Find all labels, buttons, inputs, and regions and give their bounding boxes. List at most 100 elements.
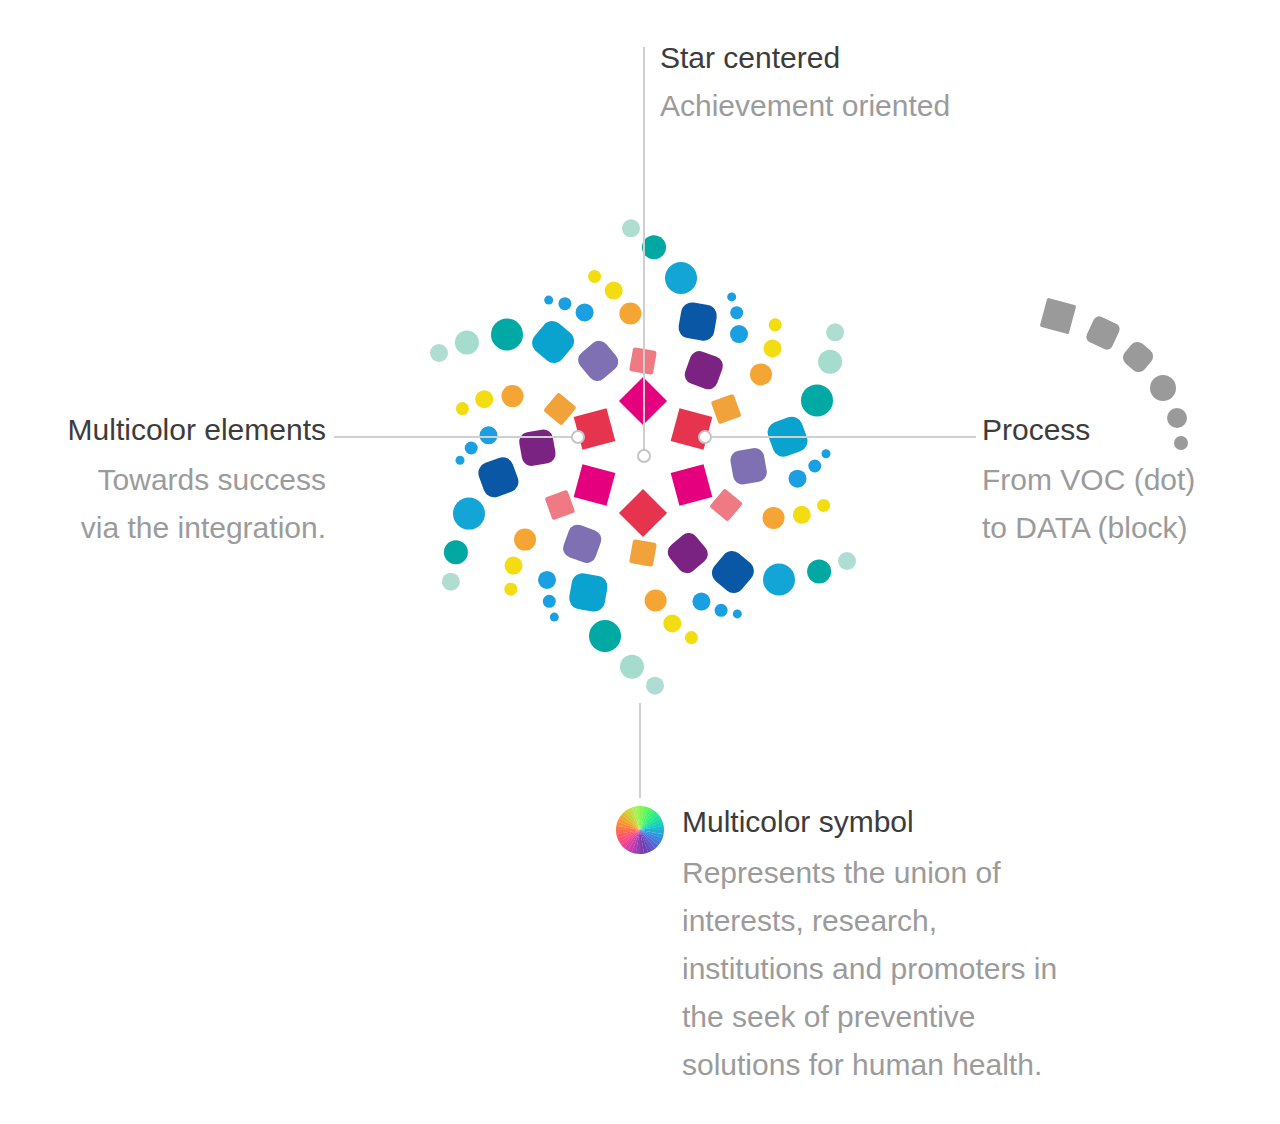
leader-line bbox=[711, 436, 976, 438]
emblem-element bbox=[574, 337, 622, 385]
emblem-element bbox=[518, 428, 557, 467]
emblem-element bbox=[528, 317, 579, 368]
emblem-element bbox=[818, 350, 842, 374]
emblem-element bbox=[685, 631, 698, 644]
emblem-element bbox=[558, 297, 571, 310]
emblem-element bbox=[588, 270, 601, 283]
emblem-element bbox=[620, 655, 644, 679]
color-wheel bbox=[616, 806, 664, 854]
axis-node bbox=[699, 431, 711, 443]
emblem-element bbox=[763, 564, 795, 596]
emblem-element bbox=[538, 571, 556, 589]
emblem-element bbox=[545, 490, 576, 521]
wheel-wedge bbox=[640, 830, 644, 854]
emblem-element bbox=[664, 529, 712, 577]
emblem-element bbox=[730, 306, 743, 319]
emblem-element bbox=[677, 301, 719, 343]
annotation-heading: Process bbox=[982, 406, 1090, 454]
emblem-element bbox=[645, 590, 667, 612]
emblem-element bbox=[543, 595, 556, 608]
emblem-element bbox=[763, 507, 785, 529]
emblem-element bbox=[730, 325, 748, 343]
emblem-element bbox=[505, 557, 523, 575]
emblem-element bbox=[715, 604, 728, 617]
wheel-wedge bbox=[640, 830, 648, 854]
emblem-element bbox=[543, 392, 577, 426]
emblem-element bbox=[544, 296, 553, 305]
emblem-element bbox=[709, 488, 743, 522]
axis-node bbox=[638, 450, 650, 462]
axis-node bbox=[572, 431, 584, 443]
emblem-element bbox=[550, 613, 559, 622]
emblem-element bbox=[491, 319, 523, 351]
annotation-heading: Multicolor elements bbox=[68, 406, 326, 454]
emblem-element bbox=[708, 547, 759, 598]
emblem-element bbox=[682, 348, 726, 392]
emblem-element bbox=[711, 394, 742, 425]
emblem-element bbox=[567, 572, 609, 614]
wheel-wedge bbox=[636, 806, 640, 830]
emblem-element bbox=[826, 323, 844, 341]
emblem-element bbox=[801, 384, 833, 416]
process-step bbox=[1120, 339, 1157, 376]
leader-line bbox=[643, 47, 645, 450]
emblem-element bbox=[475, 390, 493, 408]
leader-line bbox=[334, 436, 572, 438]
emblem-element bbox=[769, 318, 782, 331]
wheel-wedge bbox=[640, 822, 664, 830]
emblem-element bbox=[576, 303, 594, 321]
emblem-element bbox=[733, 609, 742, 618]
emblem-element bbox=[514, 529, 536, 551]
emblem-element bbox=[671, 408, 713, 450]
emblem-element bbox=[789, 470, 807, 488]
emblem-element bbox=[560, 522, 604, 566]
emblem-element bbox=[589, 620, 621, 652]
emblem-element bbox=[764, 339, 782, 357]
emblem-element bbox=[665, 262, 697, 294]
emblem-element bbox=[629, 539, 657, 567]
emblem-element bbox=[504, 583, 517, 596]
annotation-text: Achievement oriented bbox=[660, 82, 950, 130]
emblem-element bbox=[456, 456, 465, 465]
annotation-text: From VOC (dot) to DATA (block) bbox=[982, 456, 1214, 552]
voc-dot bbox=[1174, 436, 1188, 450]
emblem-element bbox=[793, 506, 811, 524]
leader-line bbox=[639, 703, 641, 798]
emblem-element bbox=[646, 677, 664, 695]
emblem-element bbox=[465, 442, 478, 455]
emblem-element bbox=[692, 593, 710, 611]
emblem-element bbox=[838, 552, 856, 570]
annotation-text: Towards success via the integration. bbox=[66, 456, 326, 552]
process-step bbox=[1150, 375, 1176, 401]
emblem-element bbox=[807, 559, 831, 583]
emblem-element bbox=[808, 460, 821, 473]
emblem-element bbox=[475, 454, 521, 500]
emblem-element bbox=[430, 344, 448, 362]
emblem-element bbox=[729, 447, 768, 486]
emblem-element bbox=[671, 464, 713, 506]
emblem-element bbox=[727, 292, 736, 301]
emblem-element bbox=[456, 402, 469, 415]
emblem-element bbox=[502, 385, 524, 407]
emblem-element bbox=[619, 303, 641, 325]
emblem-element bbox=[455, 331, 479, 355]
annotation-text: Represents the union of interests, resea… bbox=[682, 849, 1074, 1089]
emblem-element bbox=[642, 235, 666, 259]
emblem-element bbox=[619, 489, 667, 537]
emblem-element bbox=[663, 614, 681, 632]
axis-lines bbox=[334, 47, 976, 798]
emblem-element bbox=[822, 449, 831, 458]
annotation-heading: Star centered bbox=[660, 34, 840, 82]
wheel-wedge bbox=[616, 830, 640, 834]
emblem-element bbox=[750, 363, 772, 385]
emblem-element bbox=[622, 219, 640, 237]
process-step bbox=[1167, 408, 1187, 428]
process-step bbox=[1084, 314, 1121, 351]
emblem-element bbox=[817, 499, 830, 512]
annotation-heading: Multicolor symbol bbox=[682, 798, 914, 846]
emblem-element bbox=[480, 426, 498, 444]
emblem-element bbox=[444, 540, 468, 564]
emblem-element bbox=[442, 573, 460, 591]
emblem-element bbox=[605, 282, 623, 300]
